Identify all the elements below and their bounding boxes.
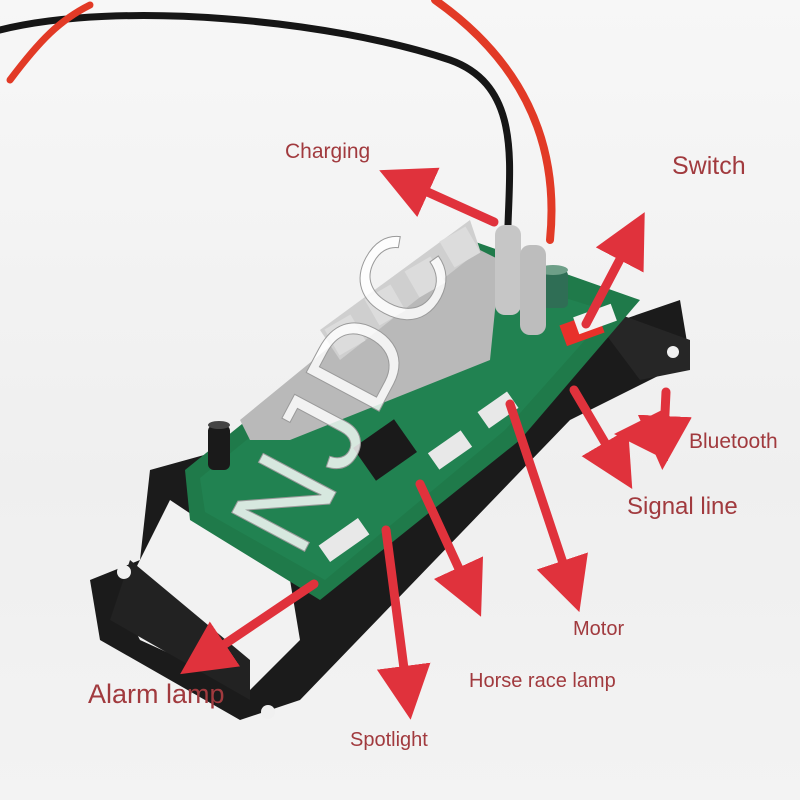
black-wire (0, 12, 514, 229)
label-spotlight: Spotlight (350, 729, 428, 751)
wires (0, 0, 556, 244)
crimp-terminals (495, 225, 546, 335)
label-charging: Charging (285, 140, 371, 163)
annotation-arrows (180, 167, 692, 720)
label-horse-race-lamp: Horse race lamp (469, 670, 616, 692)
arrow-switch (581, 212, 645, 329)
label-motor: Motor (573, 618, 625, 640)
label-signal-line: Signal line (627, 493, 738, 520)
arrow-signal (569, 385, 633, 490)
arrow-motor (505, 399, 588, 613)
arrow-spotlight (376, 525, 431, 720)
label-switch: Switch (672, 152, 746, 180)
label-alarm-lamp: Alarm lamp (88, 679, 225, 709)
arrow-bluetooth (637, 387, 692, 470)
arrow-charging (379, 167, 499, 227)
arrow-alarm (180, 579, 319, 675)
red-wire (6, 1, 94, 84)
arrow-horse-race (415, 479, 484, 617)
heatsink (240, 220, 500, 440)
label-bluetooth: Bluetooth (689, 430, 778, 453)
red-wire-main (431, 0, 556, 244)
